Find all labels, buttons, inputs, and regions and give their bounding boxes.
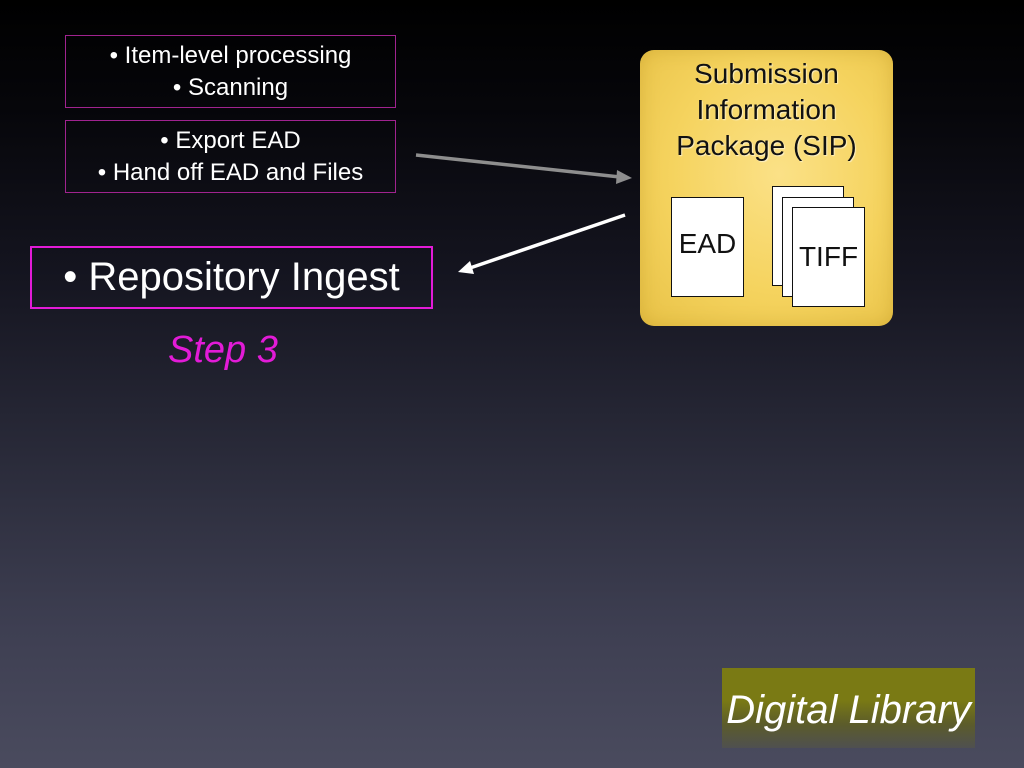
ead-document-icon: EAD [671,197,744,297]
handoff-arrow [415,153,632,184]
repository-ingest-box: • Repository Ingest [30,246,433,309]
export-ead-line: • Export EAD [160,127,301,154]
item-processing-box: • Item-level processing • Scanning [65,35,396,108]
tiff-document-icon: TIFF [792,207,865,307]
repository-ingest-label: • Repository Ingest [63,255,400,299]
sip-title-line-2: Information [696,94,837,125]
step-label: Step 3 [168,329,278,371]
export-ead-box: • Export EAD • Hand off EAD and Files [65,120,396,193]
hand-off-line: • Hand off EAD and Files [97,159,364,186]
sip-package: Submission Information Package (SIP) EAD… [640,50,893,326]
item-processing-line: • Item-level processing [109,42,352,69]
ingest-arrow [458,213,626,274]
scanning-line: • Scanning [172,74,289,101]
digital-library-label: Digital Library [726,688,971,732]
digital-library-badge: Digital Library [722,668,975,748]
ead-label: EAD [678,228,737,259]
tiff-label: TIFF [798,241,859,272]
sip-title-line-3: Package (SIP) [676,130,857,161]
sip-title: Submission Information Package (SIP) [640,56,893,164]
sip-title-line-1: Submission [694,58,839,89]
